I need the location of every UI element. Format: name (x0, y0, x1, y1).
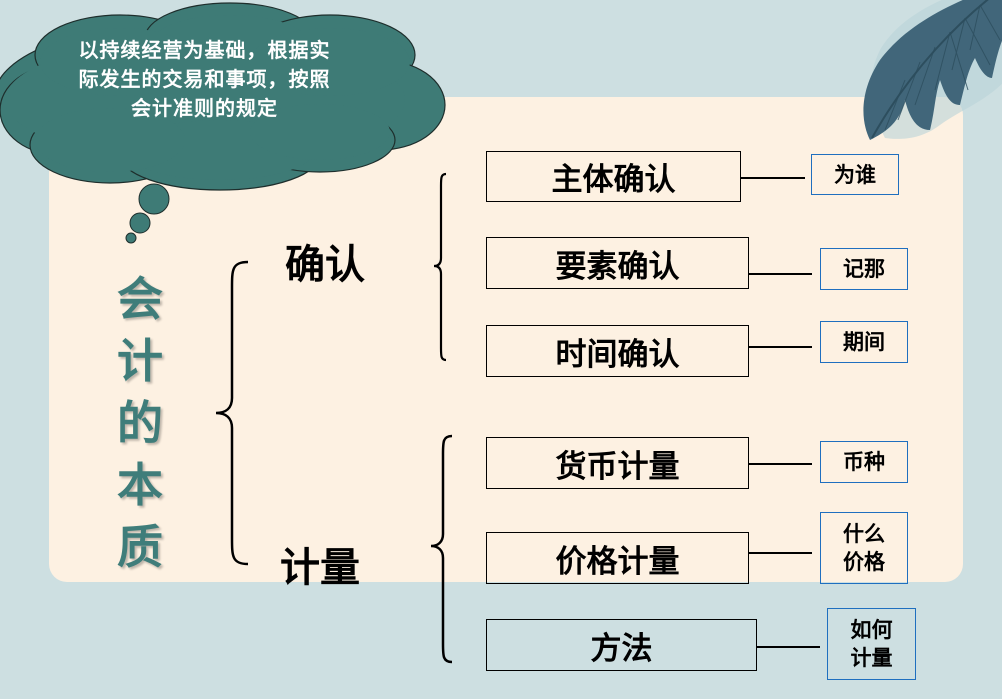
monstera-leaf-icon (863, 0, 1002, 140)
note-for-whom: 为谁 (811, 154, 899, 195)
connector-line (757, 646, 820, 648)
thought-bubble-cloud (0, 2, 446, 244)
connector-line (749, 552, 812, 554)
category-measurement: 计量 (280, 545, 360, 591)
item-currency-measurement: 货币计量 (486, 437, 749, 489)
item-price-measurement: 价格计量 (486, 532, 749, 584)
note-record-what: 记那 (820, 248, 908, 290)
measurement-brace (430, 434, 453, 664)
connector-line (749, 463, 812, 465)
item-time-recognition: 时间确认 (486, 325, 749, 377)
item-subject-recognition: 主体确认 (486, 151, 741, 202)
connector-line (749, 346, 812, 348)
page-title: 会计的本质 (117, 272, 163, 574)
item-element-recognition: 要素确认 (486, 237, 749, 289)
note-currency: 币种 (820, 441, 908, 483)
recognition-brace (433, 172, 447, 362)
note-which-price: 什么价格 (820, 512, 908, 584)
main-brace (215, 260, 249, 566)
note-period: 期间 (820, 321, 908, 363)
item-method: 方法 (486, 619, 757, 671)
bubble-text: 以持续经营为基础，根据实际发生的交易和事项，按照会计准则的规定 (78, 38, 331, 120)
category-recognition: 确认 (285, 242, 365, 288)
connector-line (741, 177, 805, 179)
connector-line (749, 273, 812, 275)
note-how-measure: 如何计量 (827, 608, 916, 680)
